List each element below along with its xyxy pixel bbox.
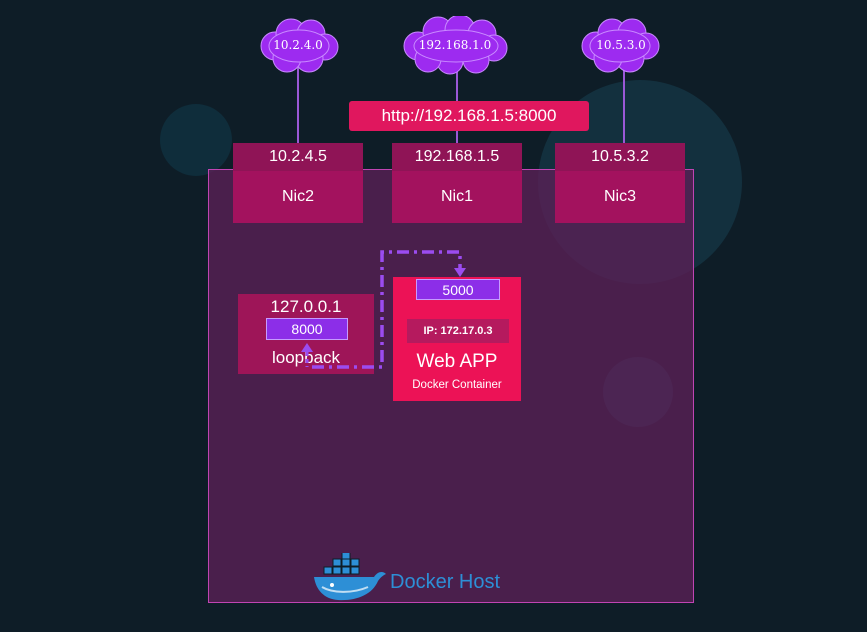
network-link-net3 (623, 64, 625, 144)
container-title: Web APP (416, 351, 498, 372)
loopback-label: loopback (271, 348, 341, 367)
network-cloud-10-2-4-0: 10.2.4.0 (255, 16, 341, 76)
cloud-icon (260, 18, 339, 73)
network-link-net2 (297, 62, 299, 144)
arrowhead-icon (301, 343, 313, 352)
network-label: 10.2.4.0 (273, 38, 323, 52)
nic1-label: Nic1 (392, 171, 522, 223)
cloud-icon (581, 18, 660, 73)
network-cloud-192-168-1-0: 192.168.1.0 (398, 16, 512, 76)
loopback-ip: 127.0.0.1 (270, 297, 342, 316)
nic2-ip: 10.2.4.5 (233, 143, 363, 171)
network-label: 192.168.1.0 (418, 38, 492, 52)
network-cloud-10-5-3-0: 10.5.3.0 (578, 16, 664, 76)
background-circle (160, 104, 232, 176)
nic2-label: Nic2 (233, 171, 363, 223)
cloud-icon (403, 16, 508, 75)
docker-host-area (208, 169, 694, 603)
nic3-label: Nic3 (555, 171, 685, 223)
nic3-ip: 10.5.3.2 (555, 143, 685, 171)
network-label: 10.5.3.0 (596, 38, 646, 52)
web-app-container: 5000 IP: 172.17.0.3 Web APP Docker Conta… (393, 277, 521, 401)
docker-whale-icon (314, 553, 386, 601)
nic1-ip: 192.168.1.5 (392, 143, 522, 171)
container-ip: IP: 172.17.0.3 (407, 319, 509, 343)
access-url: http://192.168.1.5:8000 (349, 101, 589, 131)
docker-host-label: Docker Host (390, 571, 501, 593)
loopback-port: 8000 (266, 318, 348, 340)
container-port: 5000 (416, 279, 500, 300)
arrowhead-icon (454, 268, 466, 277)
container-subtitle: Docker Container (412, 379, 502, 391)
